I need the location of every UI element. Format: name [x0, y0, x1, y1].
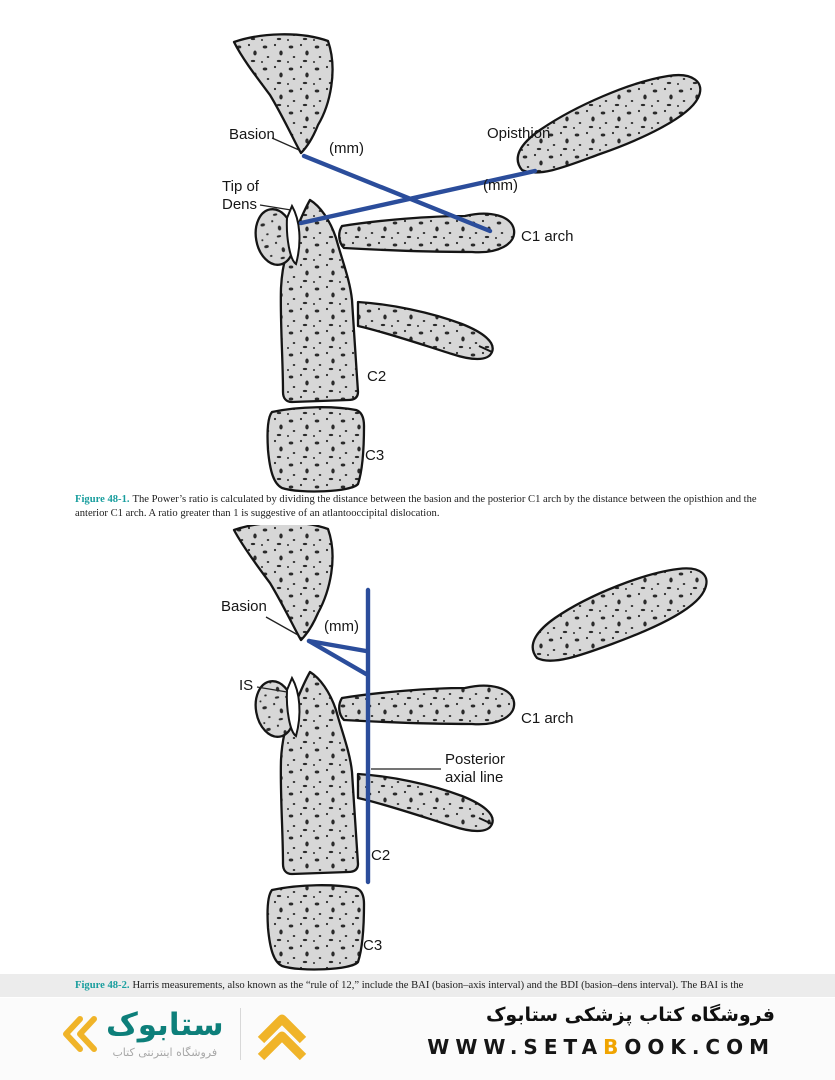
label-c1-arch: C1 arch [521, 228, 574, 245]
c1-posterior-arch [338, 212, 516, 254]
tip-of-dens-pointer-line [259, 204, 292, 211]
label-posterior-axial-line: Posterior axial line [445, 751, 506, 786]
is-pointer-line [256, 686, 288, 693]
store-title: فروشگاه کتاب پزشکی ستابوک [485, 1004, 775, 1026]
logo-tagline: فروشگاه اینترنتی کتاب [112, 1045, 218, 1059]
label-mm-left: (mm) [329, 140, 364, 157]
label-opisthion: Opisthion [487, 125, 551, 142]
url-suffix: OOK.COM [624, 1035, 775, 1059]
label-is: IS [239, 677, 254, 694]
url-prefix: WWW.SETA [427, 1035, 604, 1059]
footer-divider [239, 1008, 241, 1060]
store-info: فروشگاه کتاب پزشکی ستابوک WWW.SETABOOK.C… [427, 1004, 775, 1059]
label-c3: C3 [363, 937, 383, 954]
logo-wordmark: ستابوک [106, 1007, 224, 1044]
url-highlight-letter: B [603, 1035, 625, 1059]
occipital-bone [516, 73, 702, 174]
powers-ratio-lines [298, 153, 538, 234]
label-c3: C3 [365, 447, 385, 464]
opisthion-to-anterior-arch-line [298, 168, 538, 226]
figure-48-2-number: Figure 48-2. [75, 980, 130, 991]
c3-vertebral-body [266, 884, 366, 971]
harris-measurement-lines [306, 587, 371, 885]
basion-pointer-line [271, 137, 300, 151]
dens-cortex-crescent [285, 203, 301, 266]
setabook-logo-group: ستابوک فروشگاه اینترنتی کتاب [58, 1006, 309, 1062]
basion-to-posterior-arch-line [301, 153, 493, 234]
label-basion: Basion [221, 598, 267, 615]
pointer-lines [256, 616, 441, 770]
website-url: WWW.SETABOOK.COM [427, 1035, 775, 1059]
label-tip-of-dens: Tip of Dens [222, 178, 259, 213]
label-mm: (mm) [324, 618, 359, 635]
c2-spinous-notch [478, 817, 493, 825]
bai-lower-line [306, 638, 369, 677]
figure-48-1-number: Figure 48-1. [75, 494, 130, 505]
figure-48-1-caption-text: The Power’s ratio is calculated by divid… [75, 494, 757, 519]
figure-48-1-diagram: Basion (mm) Opisthion (mm) Tip of Dens C… [0, 20, 835, 495]
footer-watermark: ستابوک فروشگاه اینترنتی کتاب فروشگاه کتا… [0, 998, 835, 1080]
figure-48-2-caption-text: Harris measurements, also known as the “… [132, 980, 744, 991]
label-mm-right: (mm) [483, 177, 518, 194]
occipital-bone [531, 567, 708, 662]
figure-48-2-diagram: Basion (mm) IS C1 arch Posterior axial l… [0, 525, 835, 980]
bai-upper-line [306, 638, 369, 654]
skull-base-clivus [232, 33, 334, 155]
pointer-lines [259, 137, 300, 211]
c1-posterior-arch [338, 684, 516, 726]
figure-48-1-caption: Figure 48-1.The Power’s ratio is calcula… [75, 493, 775, 521]
figure-48-1-art [232, 33, 702, 493]
figure-48-2-caption: Figure 48-2.Harris measurements, also kn… [75, 979, 775, 993]
c2-spinous-process [356, 300, 494, 361]
c2-spinous-notch [478, 345, 493, 353]
logo-text-column: ستابوک فروشگاه اینترنتی کتاب [106, 1009, 224, 1059]
caption-highlight-band [0, 974, 835, 997]
label-basion: Basion [229, 126, 275, 143]
label-c2: C2 [371, 847, 391, 864]
label-c2: C2 [367, 368, 387, 385]
skull-base-clivus [232, 525, 334, 642]
double-chevron-left-icon [63, 1016, 97, 1052]
c3-vertebral-body [266, 406, 366, 493]
dens-cortex-crescent [285, 675, 301, 738]
figure-48-2-art [232, 525, 708, 971]
label-c1-arch: C1 arch [521, 710, 574, 727]
basion-pointer-line [265, 616, 299, 636]
chevron-book-icon [257, 1014, 306, 1061]
